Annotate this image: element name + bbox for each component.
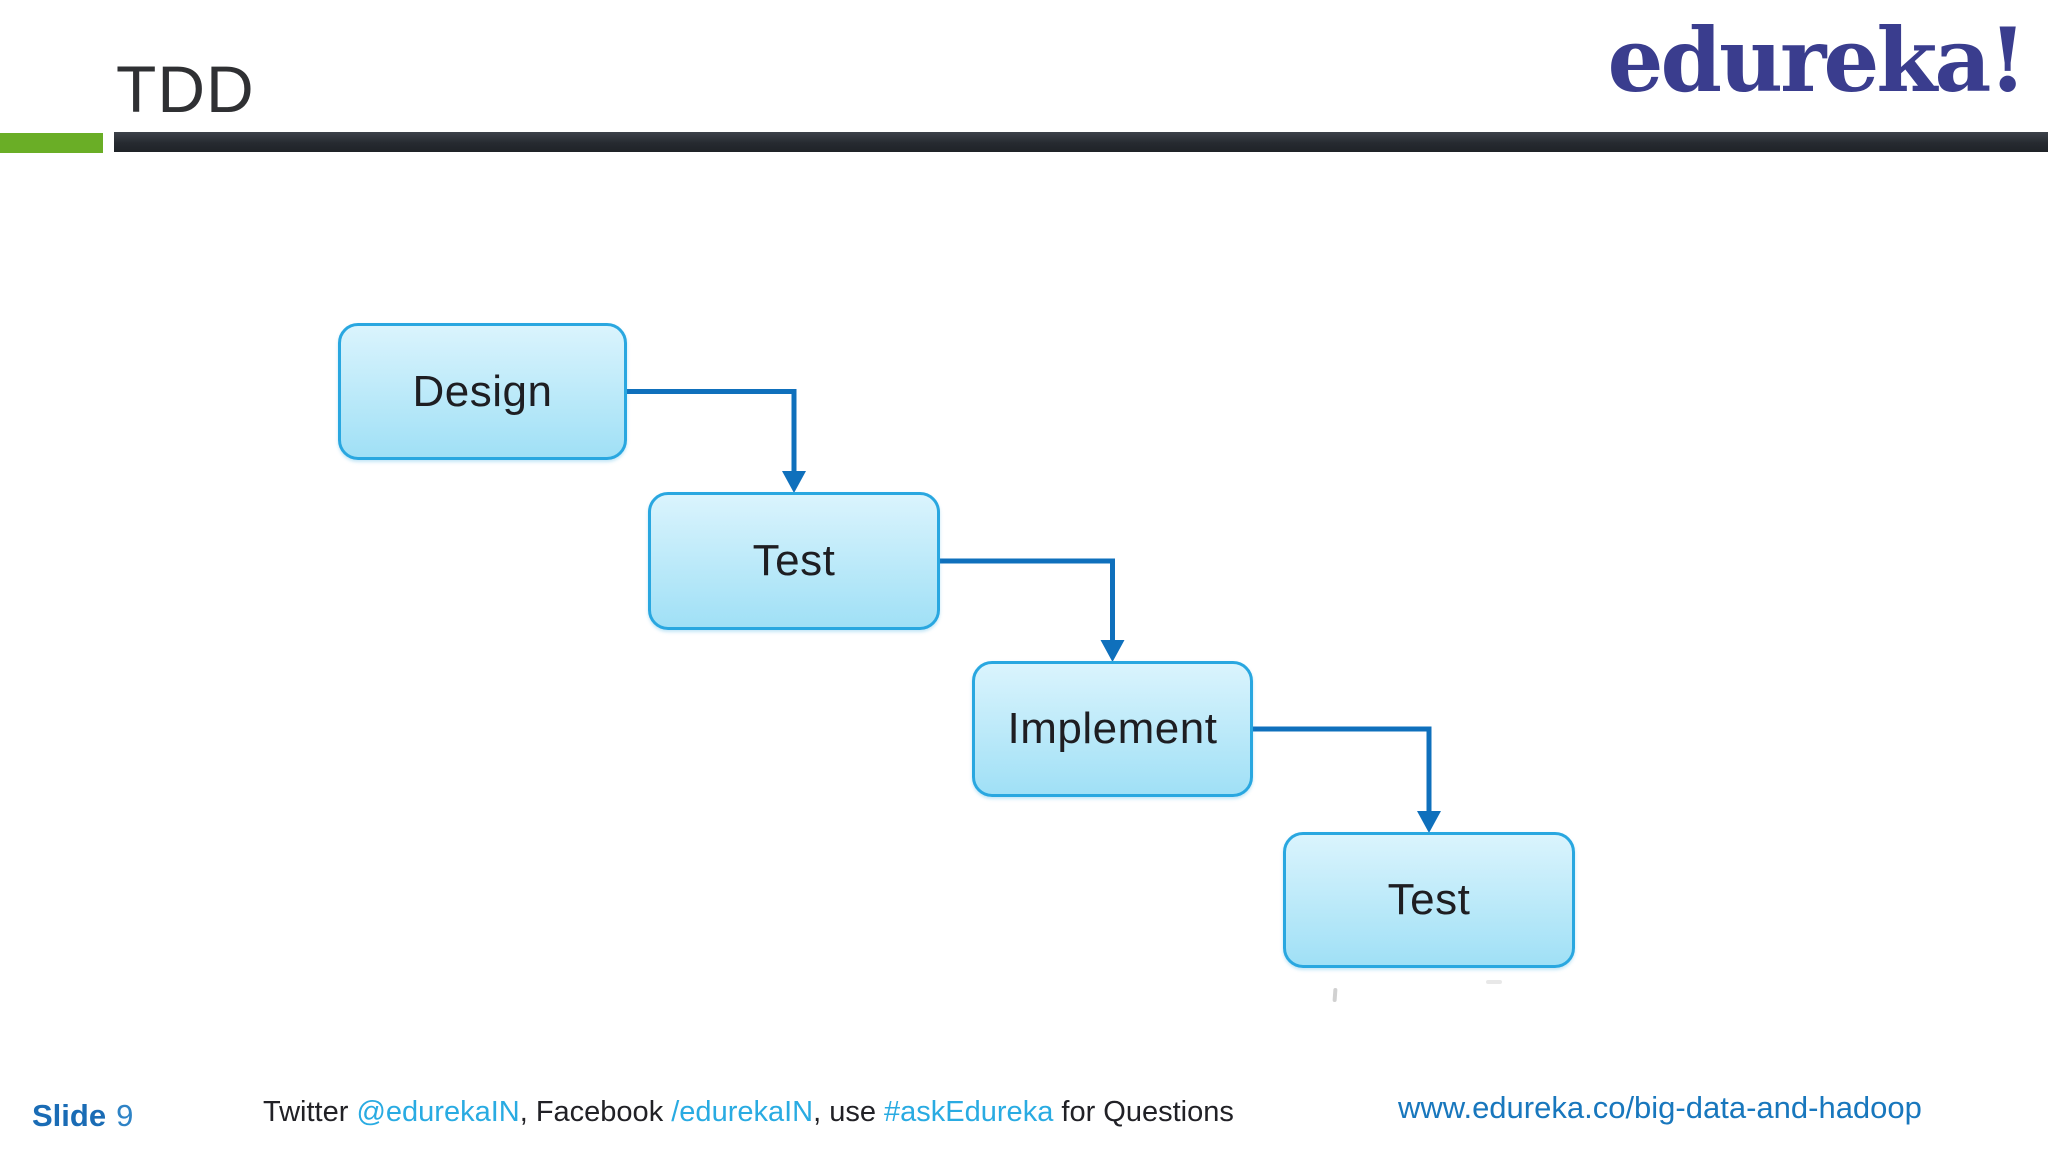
header-accent-green-bar	[0, 133, 103, 153]
footer-slide-number: 9	[116, 1098, 134, 1133]
diagram-node-label: Design	[412, 366, 553, 416]
footer-social-handle[interactable]: @edurekaIN	[356, 1096, 520, 1128]
footer-social: Twitter @edurekaIN, Facebook /edurekaIN,…	[263, 1096, 1234, 1129]
footer-url-link[interactable]: www.edureka.co/big-data-and-hadoop	[1398, 1090, 1922, 1125]
footer-social-handle[interactable]: /edurekaIN	[671, 1096, 814, 1128]
footer-social-text: , use	[813, 1096, 885, 1128]
connector-line	[1253, 726, 1432, 816]
diagram-node-design: Design	[338, 323, 627, 460]
footer-social-text: for Questions	[1053, 1096, 1234, 1128]
diagram-node-test2: Test	[1283, 832, 1575, 968]
header-rule-bar	[114, 132, 2048, 152]
connector-arrowhead-icon	[782, 471, 806, 493]
footer-slide-label: Slide	[32, 1098, 107, 1133]
diagram-node-implement: Implement	[972, 661, 1253, 797]
connector-line	[940, 558, 1115, 645]
diagram-node-label: Test	[1387, 875, 1471, 924]
connector-line	[627, 389, 797, 476]
edureka-logo: edureka!	[1607, 8, 2027, 112]
diagram-node-label: Test	[752, 536, 836, 585]
connector-arrowhead-icon	[1417, 811, 1441, 833]
footer-social-text: Twitter	[263, 1096, 357, 1128]
page-title: TDD	[116, 52, 255, 126]
footer-slide-indicator: Slide 9	[32, 1098, 133, 1134]
diagram-node-test1: Test	[648, 492, 940, 630]
smudge-artifact	[1486, 980, 1502, 984]
connector-arrowhead-icon	[1100, 640, 1125, 662]
footer-social-text: , Facebook	[519, 1096, 672, 1128]
footer-social-handle[interactable]: #askEdureka	[884, 1096, 1054, 1128]
diagram-node-label: Implement	[1007, 704, 1218, 753]
